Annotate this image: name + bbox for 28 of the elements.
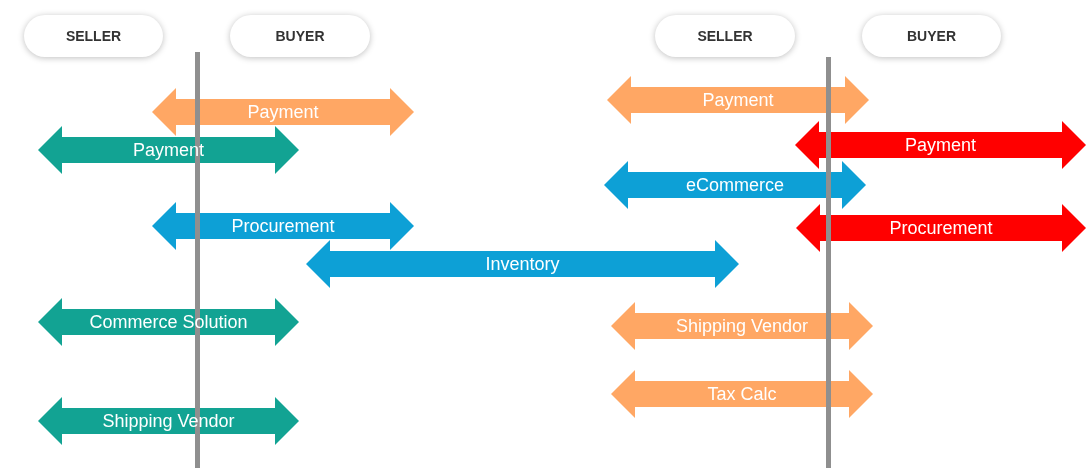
two-way-banner <box>796 204 1086 252</box>
two-way-banner <box>38 126 299 174</box>
two-way-banner <box>611 302 873 350</box>
two-way-banner <box>152 202 414 250</box>
banner-label: Tax Calc <box>706 383 778 406</box>
two-way-banner <box>604 161 866 209</box>
role-pill: BUYER <box>230 15 370 57</box>
banner-label: Procurement <box>230 215 336 238</box>
two-way-banner <box>795 121 1086 169</box>
banner-label: Shipping Vendor <box>101 410 236 433</box>
banner-label: Payment <box>903 134 977 157</box>
role-pill: BUYER <box>862 15 1001 57</box>
banner-label: Procurement <box>888 217 994 240</box>
banner-label: Payment <box>131 139 205 162</box>
two-way-banner <box>152 88 414 136</box>
banner-label: Payment <box>701 89 775 112</box>
banner-label: Shipping Vendor <box>674 315 810 338</box>
banner-label: Inventory <box>484 253 561 276</box>
banner-label: eCommerce <box>685 174 785 197</box>
two-way-banner <box>38 298 299 346</box>
two-way-banner <box>607 76 869 124</box>
two-way-banner <box>38 397 299 445</box>
role-pill: SELLER <box>655 15 795 57</box>
role-pill: SELLER <box>24 15 163 57</box>
banner-label: Commerce Solution <box>88 311 249 334</box>
two-way-banner <box>611 370 873 418</box>
banner-label: Payment <box>246 101 320 124</box>
two-way-banner <box>306 240 739 288</box>
